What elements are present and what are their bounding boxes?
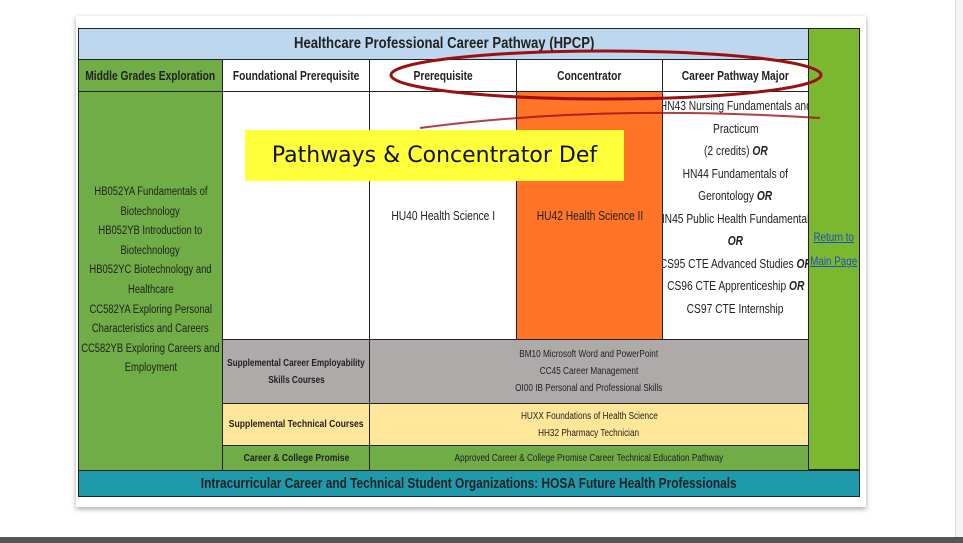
table-title-text: Healthcare Professional Career Pathway (… (293, 35, 595, 52)
ctso-banner: Intracurricular Career and Technical Stu… (78, 470, 860, 497)
header-career-major: Career Pathway Major (662, 59, 809, 92)
career-major-cell: HN43 Nursing Fundamentals and Practicum … (662, 91, 809, 340)
ccp-label: Career & College Promise (222, 445, 370, 471)
technical-label: Supplemental Technical Courses (222, 403, 370, 446)
red-ellipse-annotation (389, 49, 823, 101)
bottom-bar (0, 537, 963, 543)
table-title: Healthcare Professional Career Pathway (… (78, 28, 810, 60)
annotation-label: Pathways & Concentrator Def (245, 130, 624, 181)
header-foundational: Foundational Prerequisite (222, 59, 370, 92)
header-concentrator: Concentrator (516, 59, 663, 92)
red-stroke-annotation (419, 111, 821, 129)
scrollbar-edge (955, 0, 963, 537)
pathway-table-image: Healthcare Professional Career Pathway (… (76, 16, 866, 507)
